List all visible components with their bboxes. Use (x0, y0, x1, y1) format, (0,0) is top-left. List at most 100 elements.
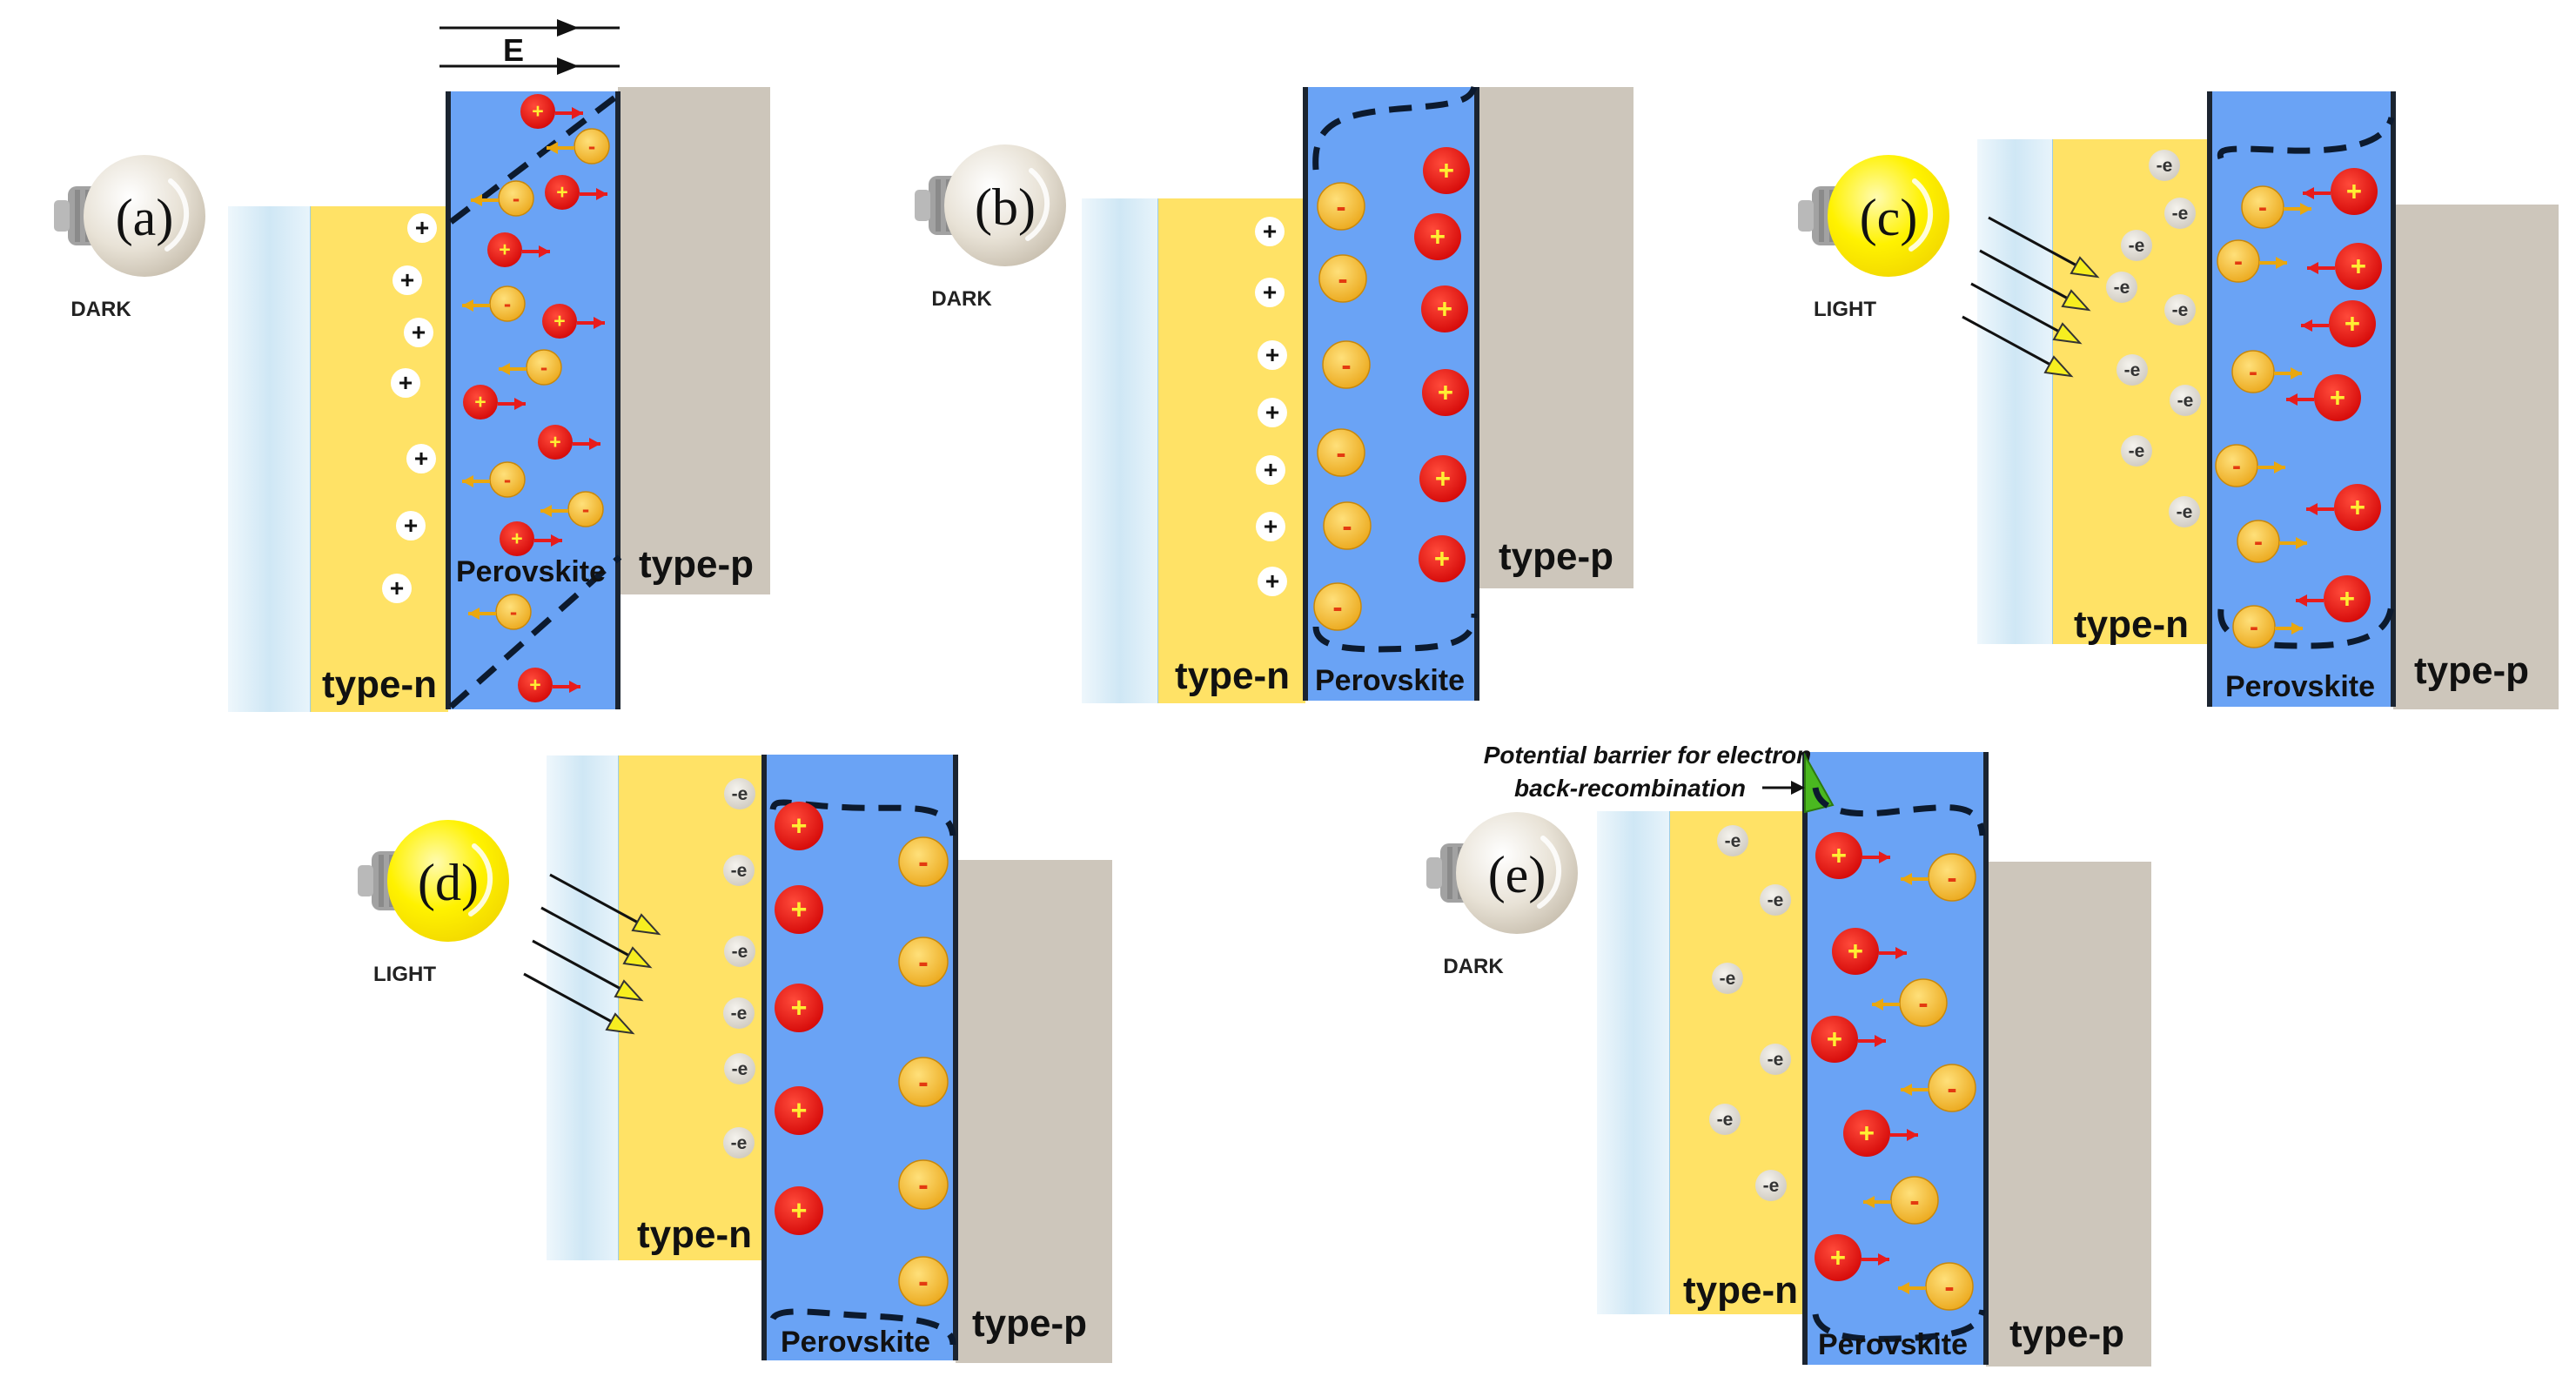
cation-arrow-right-head (569, 681, 580, 693)
anion-minus-sign: - (510, 600, 517, 624)
cation-ion (775, 885, 823, 934)
space-charge-boundary-bottom (448, 554, 622, 709)
positive-charge (1255, 217, 1285, 246)
electron-charge (723, 997, 755, 1029)
light-ray (1962, 315, 2053, 367)
barrier-label-line2: back-recombination (1514, 775, 1746, 802)
type-p-label: type-p (2414, 649, 2529, 692)
cation-ion (1419, 535, 1466, 582)
type-n-label: type-n (1175, 655, 1290, 697)
anion-minus-sign: - (582, 497, 589, 521)
electron-charge-sign: -e (2172, 204, 2189, 224)
positive-charge-sign: + (390, 574, 404, 601)
cation-arrow-right-head (551, 534, 562, 547)
space-charge-boundary-top (769, 799, 956, 836)
cation-ion (1832, 928, 1879, 975)
anion-arrow-left-head (1901, 873, 1912, 885)
anion-ion (898, 1256, 949, 1306)
cation-plus-sign: + (791, 992, 808, 1024)
cation-ion (1414, 213, 1461, 260)
cation-ion (487, 232, 522, 267)
barrier-label-line1: Potential barrier for electron (1484, 742, 1812, 769)
anion-minus-sign: - (1947, 861, 1956, 894)
positive-charge-sign: + (1265, 567, 1279, 594)
anion-ion (1317, 428, 1365, 477)
bulb-highlight (1025, 168, 1050, 241)
positive-charge (1255, 278, 1285, 307)
type-n-label: type-n (322, 663, 437, 706)
light-ray-arrowhead (2070, 256, 2100, 279)
cation-plus-sign: + (2350, 492, 2365, 522)
cation-ion (500, 521, 534, 556)
anion-arrow-left-head (499, 363, 510, 375)
panel-letter: (a) (116, 189, 174, 246)
positive-charge (1256, 512, 1285, 541)
type-n-label: type-n (637, 1213, 752, 1256)
cation-plus-sign: + (499, 238, 510, 261)
panel-letter: (c) (1860, 189, 1918, 246)
cation-ion (520, 94, 555, 129)
electron-charge-sign: -e (732, 1059, 748, 1079)
anion-arrow-left-head (1872, 998, 1883, 1011)
anion-minus-sign: - (918, 1168, 929, 1202)
bulb-thread (1447, 847, 1452, 899)
type-p-label: type-p (639, 543, 754, 586)
electron-charge (1709, 1104, 1741, 1135)
cation-ion (463, 385, 498, 420)
electron-charge-sign: -e (1768, 1050, 1784, 1070)
cation-arrow-right-head (1907, 1129, 1918, 1141)
electron-charge (724, 778, 755, 809)
cation-ion (518, 668, 553, 702)
anion-minus-sign: - (918, 845, 929, 879)
cation-arrow-left-head (2307, 262, 2318, 274)
cation-ion (1843, 1110, 1890, 1157)
cation-ion (538, 425, 573, 460)
cation-plus-sign: + (1438, 377, 1453, 407)
electron-charge (2116, 354, 2148, 386)
anion-minus-sign: - (504, 467, 511, 492)
positive-charge (382, 574, 412, 603)
positive-charge-sign: + (1265, 341, 1279, 368)
anion-minus-sign: - (2234, 247, 2243, 276)
cation-plus-sign: + (2339, 583, 2355, 614)
perovskite-label: Perovskite (1818, 1328, 1968, 1361)
anion-minus-sign: - (588, 134, 595, 158)
cation-arrow-right-head (572, 107, 583, 119)
panel-state-label: DARK (1443, 955, 1504, 978)
electron-charge-sign: -e (2177, 391, 2194, 411)
anion-minus-sign: - (540, 355, 547, 379)
field-arrow-top (557, 19, 579, 37)
electron-charge-sign: -e (1717, 1110, 1734, 1130)
anion-minus-sign: - (2250, 613, 2258, 641)
cation-arrow-right-head (596, 188, 607, 200)
cation-plus-sign: + (791, 810, 808, 842)
electron-charge-sign: -e (1720, 969, 1736, 989)
electron-charge (724, 936, 755, 967)
anion-arrow-right-head (2274, 461, 2285, 473)
positive-charge-sign: + (415, 214, 429, 241)
positive-charge (404, 318, 433, 347)
light-ray (1988, 216, 2079, 268)
positive-charge (407, 213, 437, 243)
type-n-label: type-n (1683, 1269, 1798, 1312)
light-ray (1970, 282, 2062, 334)
bulb-thread (936, 179, 941, 232)
anion-ion (1318, 254, 1367, 303)
cation-plus-sign: + (529, 674, 540, 696)
cation-plus-sign: + (2330, 382, 2345, 413)
cation-plus-sign: + (1830, 1242, 1846, 1272)
panel-state-label: DARK (931, 287, 992, 311)
anion-ion (898, 1159, 949, 1210)
glass-substrate (1082, 198, 1158, 703)
cation-ion (775, 1086, 823, 1135)
cation-plus-sign: + (2346, 176, 2362, 206)
cation-ion (1815, 1234, 1862, 1281)
cation-ion (775, 984, 823, 1032)
electric-field-label: E (503, 32, 524, 68)
anion-minus-sign: - (918, 1265, 929, 1299)
light-ray-arrowhead (2052, 322, 2083, 345)
cation-arrow-right-head (539, 245, 550, 258)
anion-minus-sign: - (513, 186, 520, 211)
electron-charge-sign: -e (732, 942, 748, 962)
panel-c: (c)LIGHT-e-e-e-e-e-e-e-e-e+--++-+-+-+-Pe… (1798, 91, 2559, 709)
